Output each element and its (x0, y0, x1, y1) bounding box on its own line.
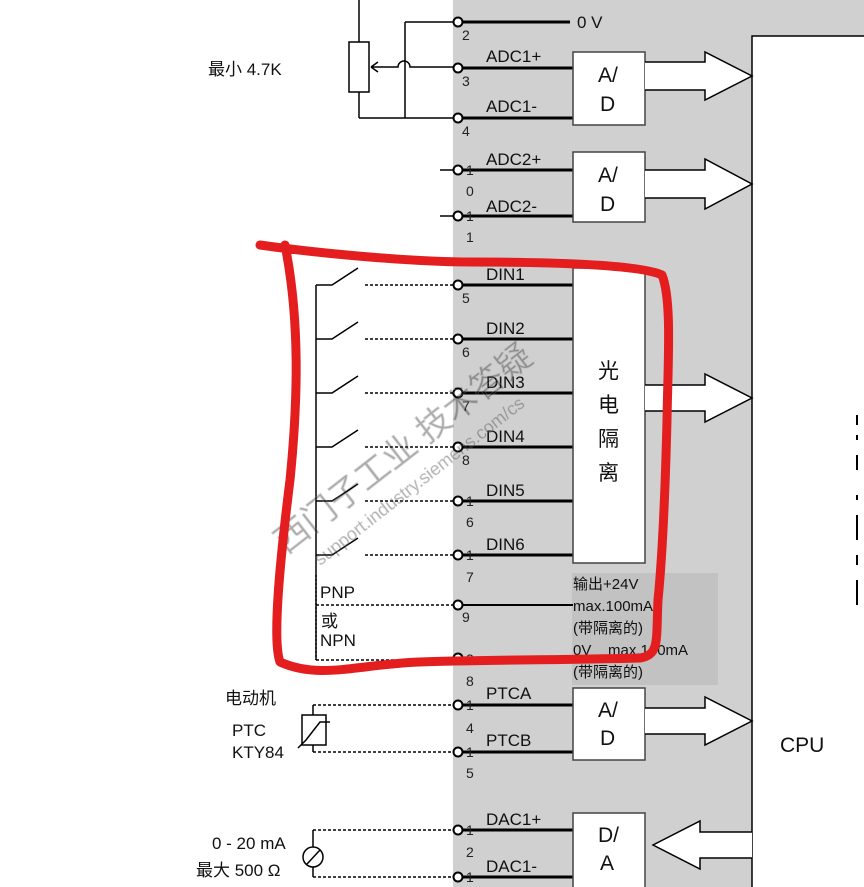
signal-label: ADC1+ (486, 47, 541, 66)
current-label: 0 - 20 mA (212, 834, 286, 853)
terminal-number: 5 (466, 765, 474, 781)
arrow-left-icon (651, 819, 752, 871)
red-highlight-annotation (255, 240, 674, 675)
dac1-block (572, 812, 646, 887)
terminal-number: 1 (466, 208, 474, 224)
terminal-number: 4 (462, 123, 470, 139)
terminal-number: 0 (466, 183, 474, 199)
pnp-label: PNP (320, 583, 355, 602)
or-label: 或 (321, 612, 338, 631)
adc2-block (572, 151, 646, 223)
terminal-number: 3 (462, 73, 470, 89)
block-label: D (600, 93, 615, 116)
signal-label: DIN4 (486, 427, 525, 446)
terminal-number: 1 (466, 869, 474, 885)
terminal-number: 6 (462, 344, 470, 360)
switch-wiring (315, 267, 453, 661)
block-label: A/ (598, 699, 618, 722)
optocoupler-block (572, 267, 646, 564)
terminal-number: 8 (466, 673, 474, 689)
terminal-number: 4 (466, 720, 474, 736)
signal-label: 0 V (577, 13, 603, 32)
terminal-number: 2 (462, 27, 470, 43)
terminal-number: 1 (466, 229, 474, 245)
signal-label: DIN2 (486, 319, 525, 338)
ammeter-icon (302, 829, 453, 878)
note-line: (带隔离的) (573, 664, 643, 681)
block-label: 光 (598, 360, 619, 383)
signal-label: DAC1+ (486, 810, 541, 829)
terminal-number: 8 (462, 452, 470, 468)
pot-label: 最小 4.7K (208, 60, 282, 79)
note-line: (带隔离的) (573, 620, 643, 637)
block-label: A/ (598, 64, 618, 87)
terminal-number: 1 (466, 697, 474, 713)
signal-label: DIN1 (486, 265, 525, 284)
block-label: A (600, 852, 614, 875)
ptc-adc-block (572, 687, 646, 761)
signal-label: DIN6 (486, 535, 525, 554)
load-label: 最大 500 Ω (196, 861, 281, 880)
terminals (452, 16, 464, 883)
terminal-number: 7 (462, 398, 470, 414)
block-label: D (600, 727, 615, 750)
kty-label: KTY84 (232, 743, 284, 762)
note-line: max.100mA (573, 598, 653, 615)
signal-label: DAC1- (486, 857, 537, 876)
signal-label: DIN5 (486, 481, 525, 500)
terminal-number: 5 (462, 290, 470, 306)
terminal-number: 1 (466, 547, 474, 563)
ptc-label: PTC (232, 721, 266, 740)
terminal-number: 1 (466, 162, 474, 178)
block-label: A/ (598, 164, 618, 187)
block-label: D (600, 193, 615, 216)
ptc-sensor (297, 704, 453, 753)
cpu-label: CPU (780, 734, 824, 757)
potentiometer-wiring (348, 0, 453, 217)
arrow-right-icon (645, 50, 754, 102)
output-note-box (572, 573, 718, 685)
signal-lines (463, 20, 573, 879)
signal-label: ADC2+ (486, 150, 541, 169)
block-label: 电 (598, 394, 619, 417)
terminal-number: 9 (462, 609, 470, 625)
note-line: 输出+24V (573, 576, 638, 593)
cpu-block (751, 35, 864, 887)
arrow-right-icon (645, 157, 754, 211)
npn-label: NPN (320, 631, 356, 650)
arrow-right-icon (645, 695, 754, 747)
block-label: 离 (598, 462, 619, 485)
signal-label: ADC1- (486, 97, 537, 116)
signal-label: DIN3 (486, 373, 525, 392)
signal-label: ADC2- (486, 197, 537, 216)
motor-label: 电动机 (225, 689, 276, 708)
terminal-number: 1 (466, 744, 474, 760)
signal-label: PTCA (486, 684, 532, 703)
terminal-number: 1 (466, 493, 474, 509)
terminal-number: 6 (466, 514, 474, 530)
block-label: 隔 (598, 428, 619, 451)
block-label: D/ (598, 824, 619, 847)
adc1-block (572, 51, 646, 126)
signal-label: PTCB (486, 731, 531, 750)
terminal-number: 7 (466, 569, 474, 585)
terminal-number: 1 (466, 822, 474, 838)
terminal-number: 2 (466, 844, 474, 860)
